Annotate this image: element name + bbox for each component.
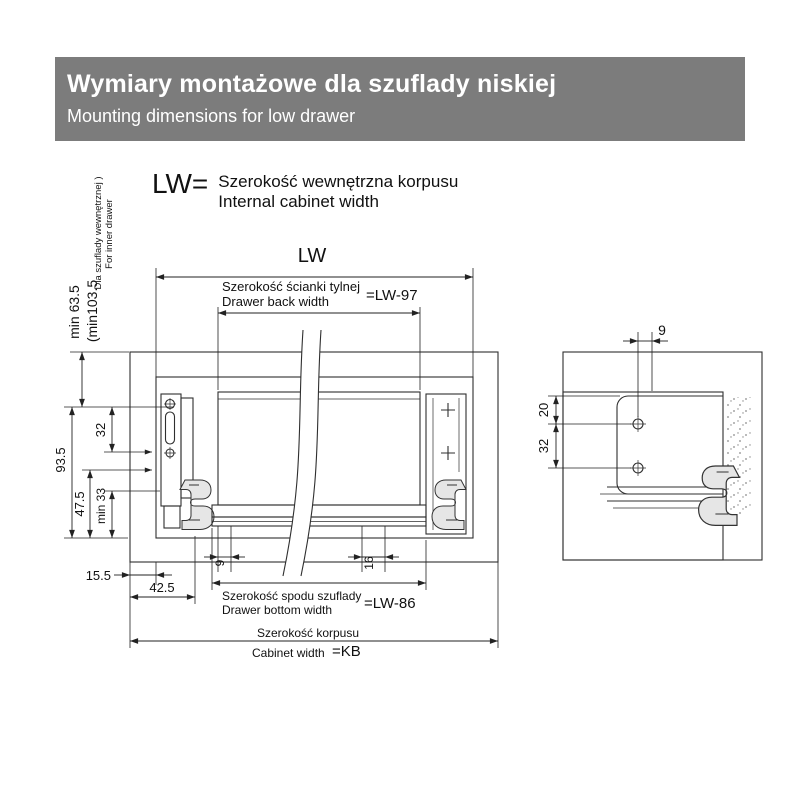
front-latch-icon [431, 479, 467, 530]
drawer-back-panel [217, 391, 421, 506]
dim-label-9: 9 [213, 559, 227, 566]
screw-hole-icon [164, 398, 176, 410]
dim-bottom-width: Szerokość spodu szuflady Drawer bottom w… [211, 528, 427, 617]
detail-section [562, 351, 763, 561]
screw-hole-icon [630, 460, 646, 476]
back-width-label-en: Drawer back width [222, 294, 329, 309]
particle-board-texture [727, 397, 751, 515]
dim-label-15-5: 15.5 [86, 568, 111, 583]
drawer-bottom-panel [211, 504, 427, 527]
dim-label-min-103-5: (min103.5 [84, 280, 100, 342]
back-width-label-pl: Szerokość ścianki tylnej [222, 279, 360, 294]
cabinet-width-label-en: Cabinet width [252, 646, 325, 660]
dim-47-5: 47.5 [72, 467, 152, 538]
inner-note-pl: Dla szuflady wewnętrznej ) [93, 177, 104, 290]
page-subtitle: Mounting dimensions for low drawer [67, 106, 356, 126]
inner-drawer-note: Dla szuflady wewnętrznej ) For inner dra… [93, 177, 115, 290]
dim-label-16: 16 [362, 556, 376, 570]
dim-lw: LW [155, 245, 474, 377]
dim-label-47-5: 47.5 [72, 491, 87, 516]
break-lines [282, 329, 322, 577]
lw-legend: LW= Szerokość wewnętrzna korpusu Interna… [152, 170, 458, 212]
detail-dim-label-9: 9 [658, 322, 666, 338]
page-title: Wymiary montażowe dla szuflady niskiej [67, 70, 557, 98]
detail-dim-9: 9 [623, 322, 668, 417]
detail-cabinet-interior [562, 391, 724, 561]
bottom-width-value: =LW-86 [364, 595, 416, 612]
detail-dim-20: 20 [536, 395, 631, 425]
mounting-bracket [616, 395, 723, 495]
front-latch-icon [179, 479, 215, 530]
dim-back-width: Szerokość ścianki tylnej Drawer back wid… [217, 279, 421, 390]
dim-min-33: min 33 [94, 488, 160, 538]
screw-cross-icon [441, 403, 455, 417]
right-runner [425, 393, 467, 535]
screw-hole-icon [630, 416, 646, 432]
inner-note-en: For inner drawer [104, 199, 115, 269]
lw-label-pl: Szerokość wewnętrzna korpusu [218, 172, 459, 191]
detail-dim-label-32: 32 [536, 439, 551, 453]
dim-9: 9 [204, 526, 245, 572]
title-banner: Wymiary montażowe dla szuflady niskiej M… [55, 57, 745, 141]
dim-label-32: 32 [93, 423, 108, 437]
dim-15-5: 15.5 [86, 562, 172, 585]
dim-93-5: 93.5 [53, 407, 128, 539]
lw-label-en: Internal cabinet width [218, 192, 379, 212]
screw-cross-icon [441, 446, 455, 460]
dim-32: 32 [93, 407, 152, 455]
detail-dim-label-20: 20 [536, 403, 551, 417]
dim-16: 16 [348, 526, 399, 572]
cabinet-width-label-pl: Szerokość korpusu [257, 626, 359, 640]
dim-label-min-63-5: min 63.5 [66, 285, 82, 339]
screw-hole-icon [164, 447, 176, 459]
cabinet-width-value: =KB [332, 643, 361, 660]
bottom-width-label-en: Drawer bottom width [222, 603, 332, 617]
dim-label-93-5: 93.5 [53, 447, 68, 472]
dim-cabinet-width: Szerokość korpusu Cabinet width =KB [129, 562, 499, 660]
detail-dim-32: 32 [536, 424, 631, 469]
dim-label-min-33: min 33 [94, 488, 108, 524]
back-width-value: =LW-97 [366, 287, 418, 304]
left-runner [160, 393, 215, 530]
dim-label-42-5: 42.5 [149, 580, 174, 595]
lw-symbol: LW= [152, 168, 209, 199]
lw-dimension-label: LW [298, 245, 327, 267]
bottom-width-label-pl: Szerokość spodu szuflady [222, 589, 361, 603]
dim-min-height: min 63.5 (min103.5 [64, 280, 174, 408]
dim-42-5: 42.5 [130, 536, 196, 604]
